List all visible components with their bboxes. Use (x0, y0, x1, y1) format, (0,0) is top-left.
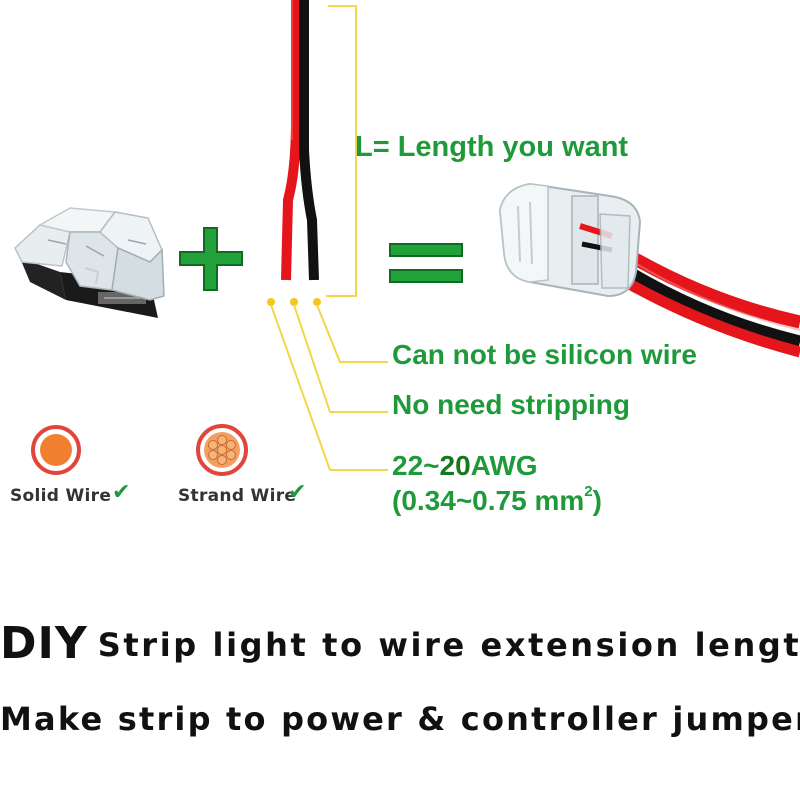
strand-wire-caption: Strand Wire (178, 486, 297, 506)
connector-with-wires-image (498, 182, 800, 358)
checkmark-icon: ✔ (112, 480, 131, 505)
pointer-lines (270, 304, 388, 471)
no-stripping-note: No need stripping (392, 389, 630, 420)
mm-close: ) (592, 485, 602, 516)
connector-image (14, 207, 165, 318)
headline-line-1-text: Strip light to wire extension length (97, 626, 800, 664)
length-bracket (326, 5, 357, 297)
mm-superscript: 2 (584, 483, 593, 500)
strand-wire-icon (196, 424, 248, 476)
mm-spec: (0.34~0.75 mm2) (392, 483, 602, 517)
wire-end-dots (267, 298, 321, 306)
checkmark-icon: ✔ (288, 480, 307, 505)
equals-icon (389, 243, 463, 283)
silicon-wire-note: Can not be silicon wire (392, 339, 697, 370)
solid-wire-caption: Solid Wire (10, 486, 112, 506)
length-label: L= Length you want (355, 131, 629, 163)
plus-icon (179, 227, 243, 291)
solid-wire-icon (31, 425, 81, 475)
diy-heading: DIY (0, 618, 88, 669)
mm-text: (0.34~0.75 mm (392, 485, 585, 516)
awg-mid: 20 (439, 450, 471, 481)
awg-spec: 22~20AWG (392, 450, 538, 482)
headline-line-2: Make strip to power & controller jumper (0, 700, 800, 738)
wire-pair (281, 0, 319, 281)
awg-prefix: 22~ (392, 450, 440, 481)
awg-suffix: AWG (470, 450, 538, 481)
